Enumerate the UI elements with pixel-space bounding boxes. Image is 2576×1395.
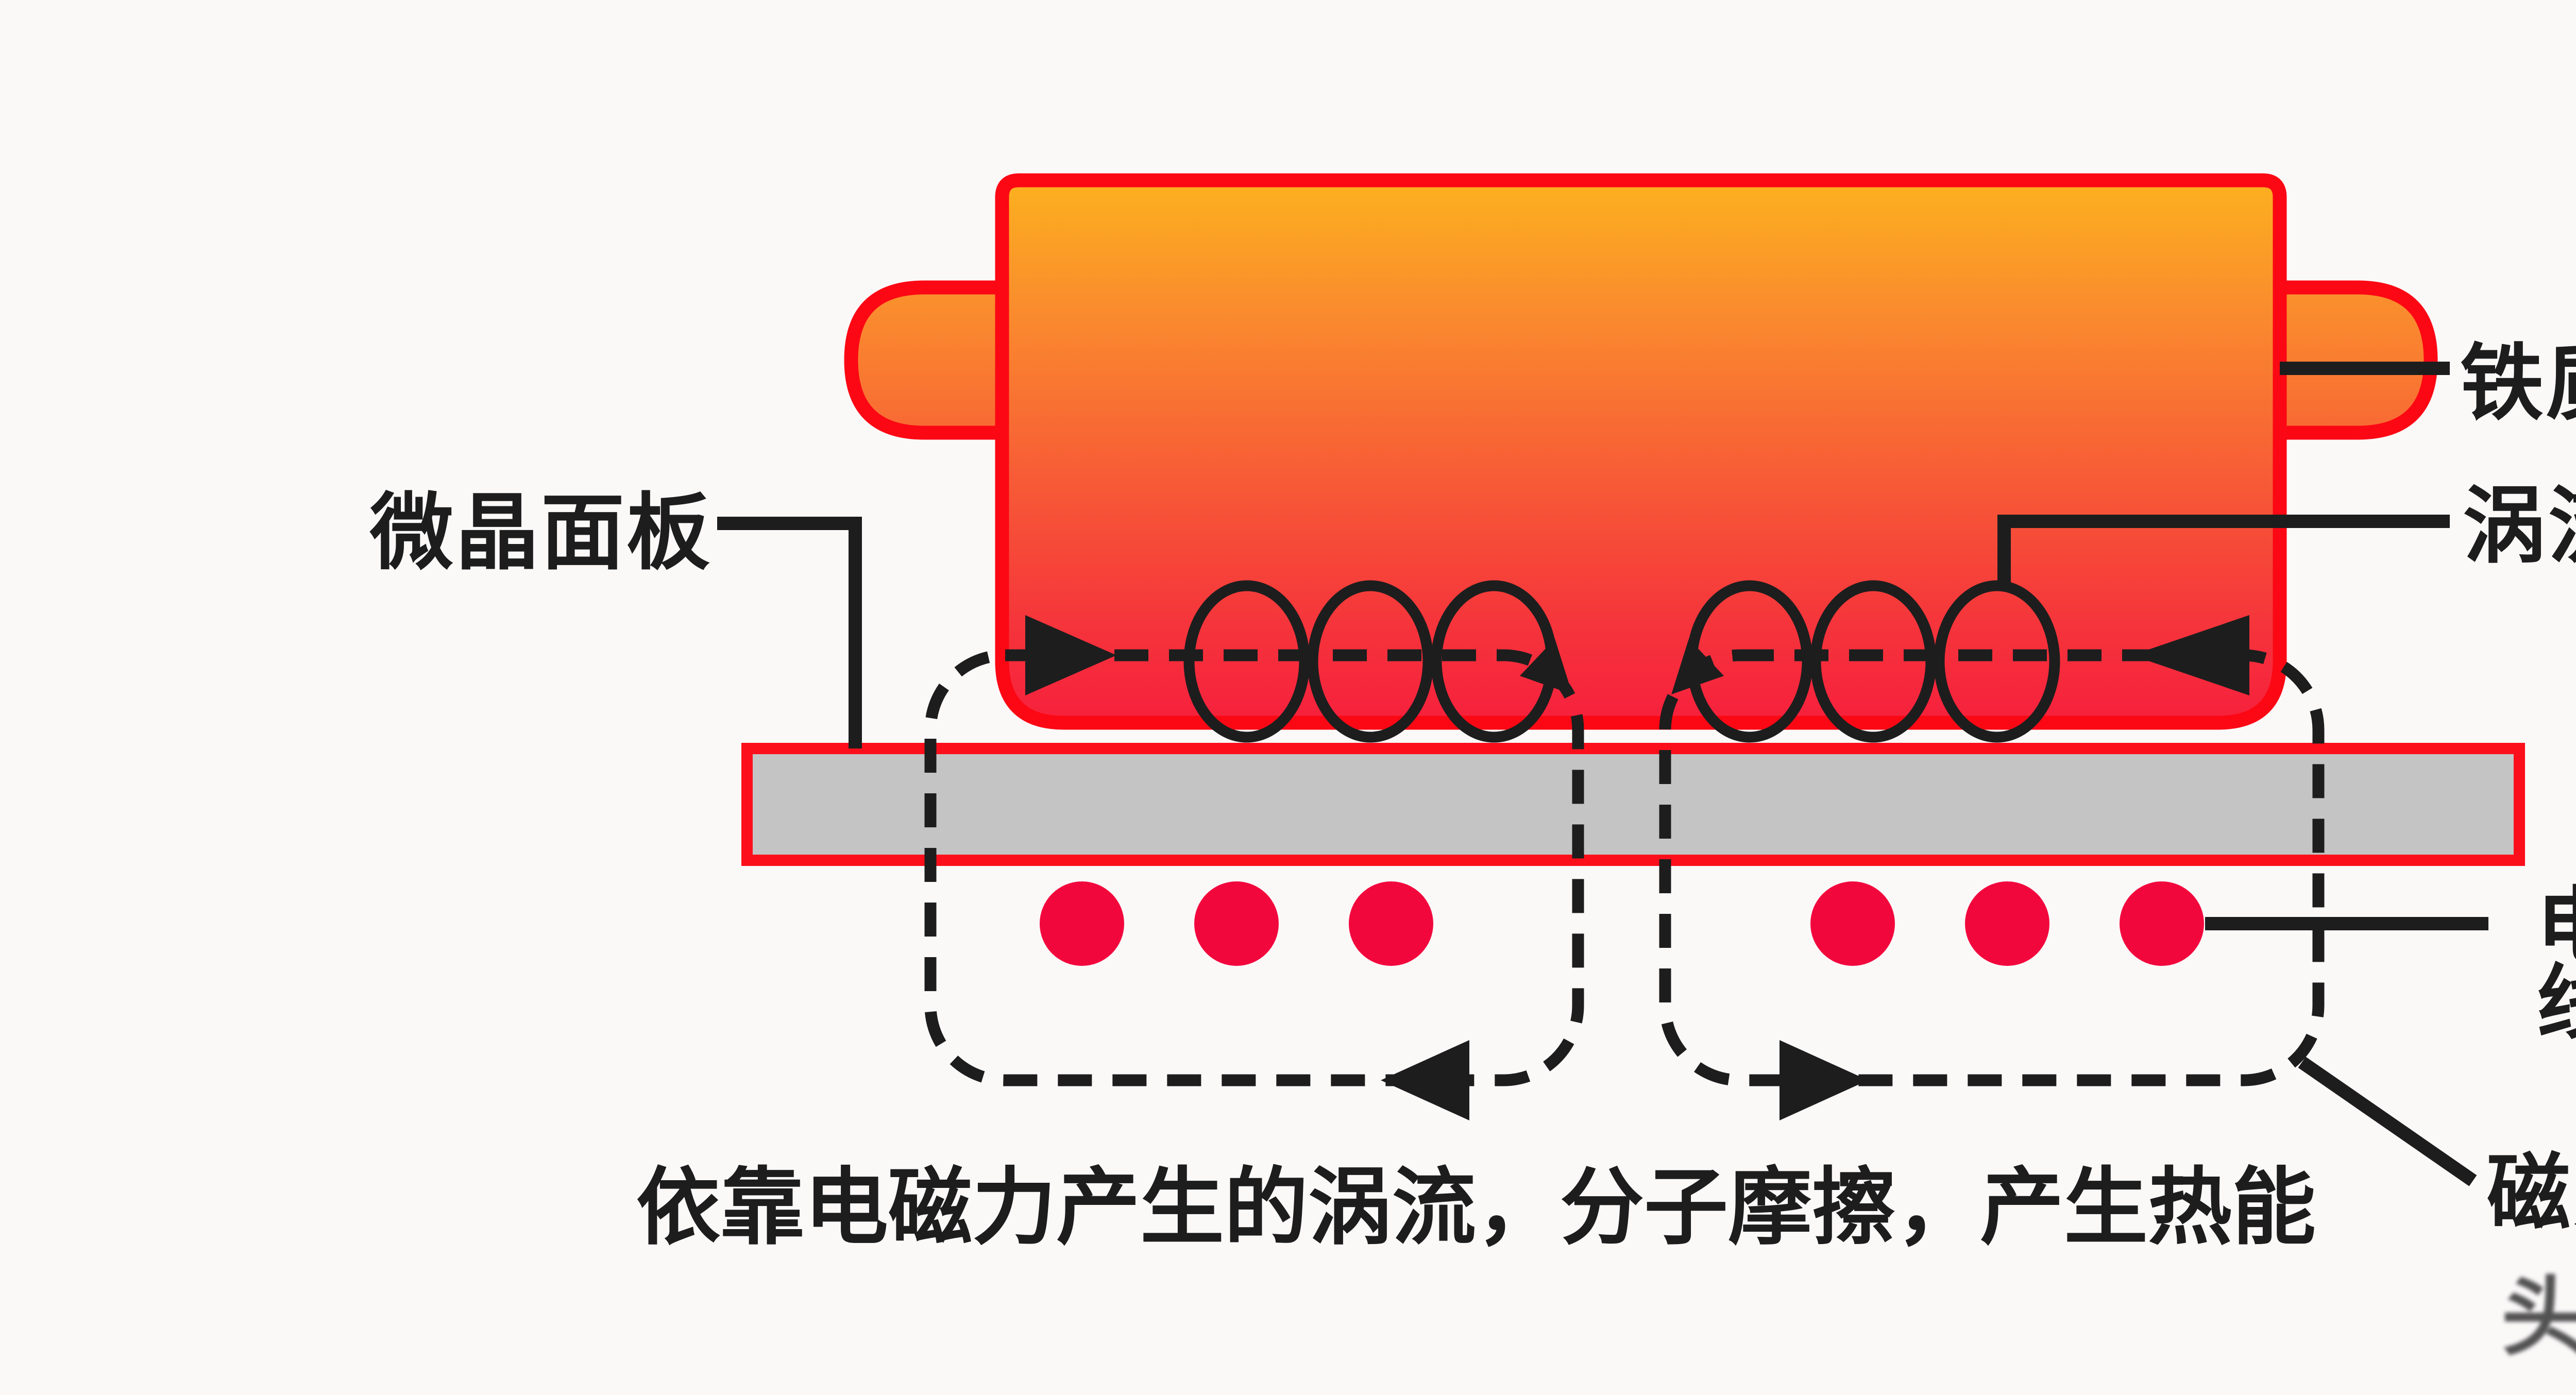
field-arrow-right-in (2132, 615, 2249, 695)
field-arrow-corner-right (1671, 639, 1724, 694)
coil-label-line1: 电磁 (2536, 878, 2576, 975)
pot-label: 铁质锅 (2460, 335, 2576, 432)
field-arrow-left-in (1025, 615, 1116, 695)
panel-label: 微晶面板 (369, 485, 712, 582)
coil-dot (1040, 881, 1124, 966)
eddy-loop (1934, 580, 2060, 743)
label-connectors (717, 362, 2488, 1186)
field-arrow-bottom-right (1780, 1040, 1868, 1120)
field-lines-label: 磁力线 (2487, 1145, 2576, 1242)
field-arrow-bottom-left (1381, 1040, 1469, 1120)
eddy-loop (1810, 580, 1937, 743)
ceramic-panel (741, 743, 2525, 866)
field-line-loop-right (1659, 649, 2325, 1086)
field-line-loop-left (924, 649, 1584, 1086)
eddy-current-label: 涡流 (2463, 478, 2576, 575)
coil-dot (1965, 881, 2049, 966)
coil-label-line2: 线圈 (2536, 956, 2576, 1052)
fieldline-label-connector (2298, 1057, 2477, 1186)
coil-dot (1349, 881, 1433, 966)
coil-dots (1040, 881, 2204, 966)
coil-dot (1810, 881, 1895, 966)
eddy-loop (1307, 580, 1434, 743)
eddy-loop (1183, 580, 1310, 743)
field-arrow-corner-left (1520, 639, 1572, 694)
panel-label-connector (717, 517, 862, 748)
coil-dot (1194, 881, 1279, 966)
coil-dot (2120, 881, 2204, 966)
pot-body (995, 173, 2287, 730)
caption: 依靠电磁力产生的涡流，分子摩擦，产生热能 (636, 1159, 2316, 1256)
eddy-label-connector (1997, 515, 2450, 587)
watermark: 头条 @猫哥评测 (2501, 1267, 2576, 1368)
